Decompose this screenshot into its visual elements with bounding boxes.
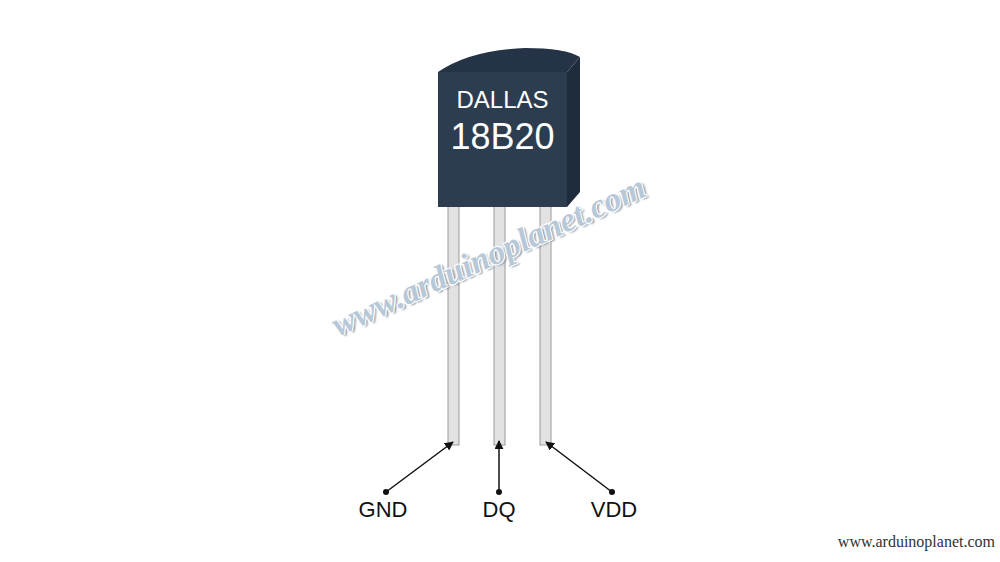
leader-arrow [546,442,612,492]
leader-dot [609,489,615,495]
pin-name: GND [359,498,408,522]
package-front [438,72,567,207]
site-credit: www.arduinoplanet.com [838,533,995,551]
brand-marking: DALLAS [456,86,548,114]
leader-dot [383,489,389,495]
pin-name: VDD [591,498,637,522]
package-side [567,57,580,207]
leader-dot [496,489,502,495]
leader-arrow [386,442,453,492]
part-marking: 18B20 [450,116,554,157]
pin-leg [448,205,459,445]
leader-arrow [498,441,500,492]
pin-name: DQ [483,498,516,522]
package-top [438,48,580,72]
package-body: DALLAS18B20 [438,72,567,207]
